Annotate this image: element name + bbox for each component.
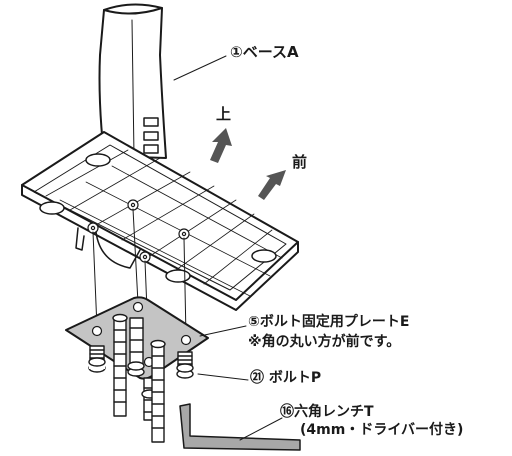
wrench-t-label: ⑯六角レンチT <box>280 404 374 420</box>
up-arrow <box>210 128 232 163</box>
long-bolt <box>150 339 166 443</box>
base-post <box>98 3 167 159</box>
bolts-p <box>88 313 194 443</box>
plate-e-label: ⑤ボルト固定用プレートE <box>248 314 410 330</box>
plate-e-note: ※角の丸い方が前です。 <box>248 334 401 350</box>
short-bolt <box>88 345 106 373</box>
hex-wrench <box>179 403 301 451</box>
base-a-label: ①ベースA <box>230 43 299 61</box>
short-bolt <box>176 351 194 379</box>
long-bolt <box>112 313 128 417</box>
front-label: 前 <box>292 153 308 171</box>
wrench-t-note: (4mm・ドライバー付き) <box>300 422 464 438</box>
leader-lines <box>173 55 283 441</box>
front-arrow <box>258 170 286 200</box>
long-bolt <box>127 317 145 377</box>
base-plate <box>21 131 299 311</box>
up-label: 上 <box>216 105 232 123</box>
bolt-p-label: ㉑ ボルトP <box>250 370 322 386</box>
